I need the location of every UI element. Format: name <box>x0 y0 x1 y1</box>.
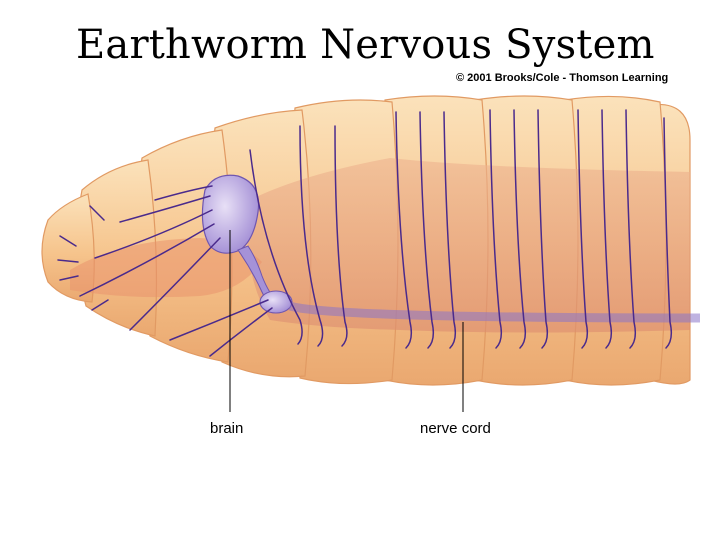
segmental-nerve <box>419 111 435 349</box>
segmental-nerve <box>443 111 457 349</box>
segmental-nerve <box>334 125 348 347</box>
nerve-branch <box>57 205 109 311</box>
segmental-nerve <box>395 111 413 349</box>
nerve <box>154 185 213 201</box>
brain-label: brain <box>210 420 244 437</box>
nerve <box>169 299 269 341</box>
cerebral-ganglion <box>201 174 260 254</box>
segmental-nerve <box>489 109 503 349</box>
nerve-cord-label: nerve cord <box>420 420 491 437</box>
nerve <box>209 307 273 357</box>
brain-ganglia <box>201 174 701 323</box>
segmental-nerve <box>249 149 303 345</box>
nerve <box>119 195 211 223</box>
pharynx <box>70 238 262 298</box>
copyright-notice: © 2001 Brooks/Cole - Thomson Learning <box>456 72 669 84</box>
label-leader-lines <box>229 230 464 412</box>
segmental-nerve <box>601 109 613 349</box>
diagram-title: Earthworm Nervous System <box>76 22 655 68</box>
segmental-nerve <box>537 109 549 349</box>
nerve <box>129 237 221 331</box>
segmental-nerve <box>663 117 673 349</box>
segmental-nerve <box>577 109 589 349</box>
segmental-nerve <box>625 109 637 349</box>
segmental-nerve <box>513 109 527 349</box>
ventral-connective <box>288 301 701 323</box>
nerve <box>79 223 215 297</box>
segmental-nerve <box>299 125 324 347</box>
nerves <box>57 109 673 357</box>
nerve <box>94 209 213 259</box>
